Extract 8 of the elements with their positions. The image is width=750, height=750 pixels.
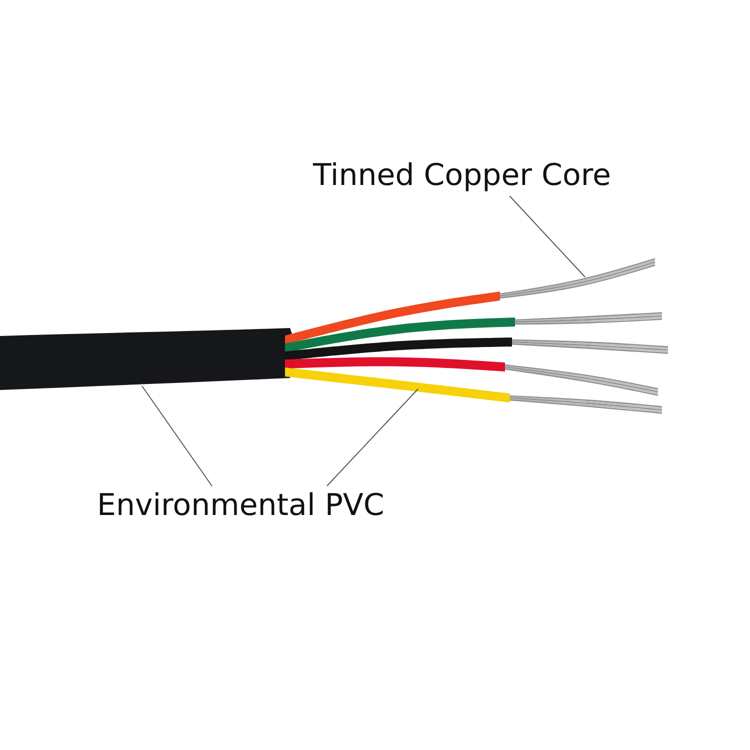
leader-line: [326, 388, 418, 486]
cable-jacket: [0, 328, 298, 390]
leader-line: [142, 386, 212, 486]
callout-label: Environmental PVC: [97, 488, 384, 524]
leader-line: [509, 196, 586, 278]
insulated-wire: [285, 368, 510, 402]
copper-strands: [500, 258, 656, 299]
callout-label: Tinned Copper Core: [313, 158, 611, 194]
